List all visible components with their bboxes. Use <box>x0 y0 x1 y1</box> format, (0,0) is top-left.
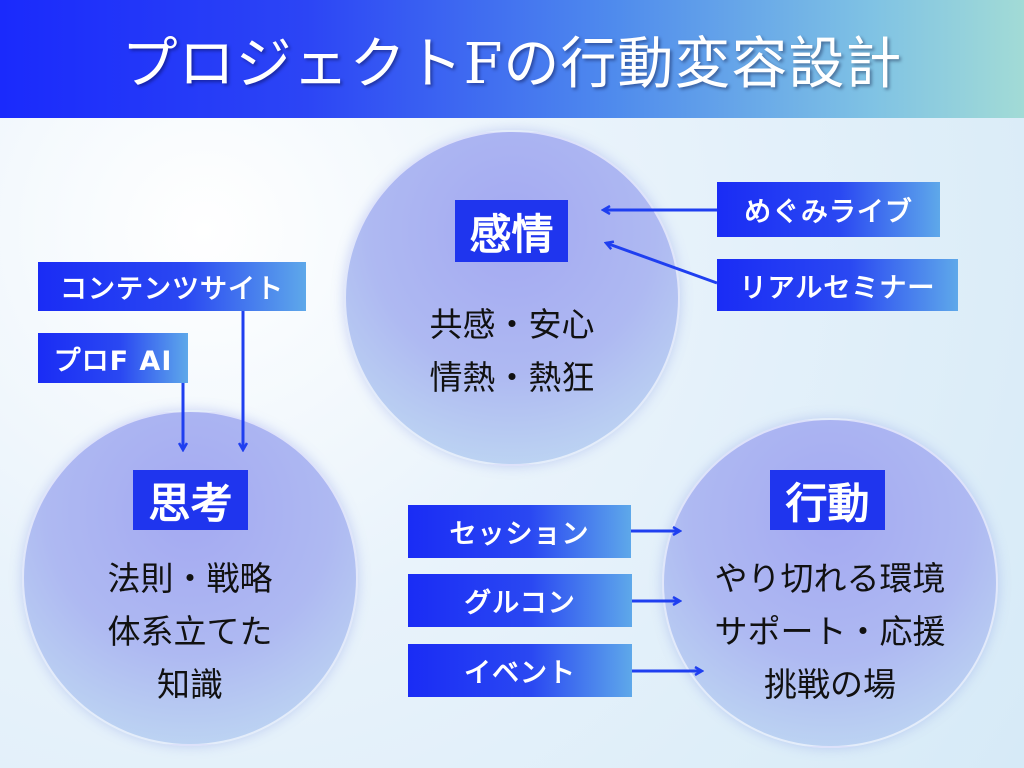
tag-real-seminar: リアルセミナー <box>717 259 958 311</box>
action-text: やり切れる環境 サポート・応援 挑戦の場 <box>670 552 990 711</box>
tag-content-site: コンテンツサイト <box>38 262 306 311</box>
emotion-line: 共感・安心 <box>429 305 595 344</box>
action-title: 行動 <box>770 470 885 530</box>
thinking-text: 法則・戦略 体系立てた 知識 <box>40 552 340 711</box>
action-line: やり切れる環境 <box>714 559 946 598</box>
tag-megumi-live: めぐみライブ <box>717 182 940 237</box>
action-line: サポート・応援 <box>714 612 946 651</box>
emotion-circle <box>344 130 680 466</box>
arrow-seminar-to-emotion <box>606 243 718 285</box>
tag-grucon: グルコン <box>408 574 632 627</box>
thinking-line: 知識 <box>157 665 223 704</box>
page-title: プロジェクトFの行動変容設計 <box>121 31 903 97</box>
emotion-title: 感情 <box>455 200 568 262</box>
thinking-circle <box>22 410 358 746</box>
thinking-title: 思考 <box>133 470 248 530</box>
tag-prof-ai: プロF AI <box>38 333 188 383</box>
thinking-line: 法則・戦略 <box>107 559 273 598</box>
thinking-line: 体系立てた <box>107 612 273 651</box>
tag-session: セッション <box>408 505 631 558</box>
tag-event: イベント <box>408 644 632 697</box>
emotion-text: 共感・安心 情熱・熱狂 <box>362 298 662 404</box>
action-line: 挑戦の場 <box>764 665 896 704</box>
title-banner: プロジェクトFの行動変容設計 <box>0 0 1024 118</box>
emotion-line: 情熱・熱狂 <box>429 358 595 397</box>
